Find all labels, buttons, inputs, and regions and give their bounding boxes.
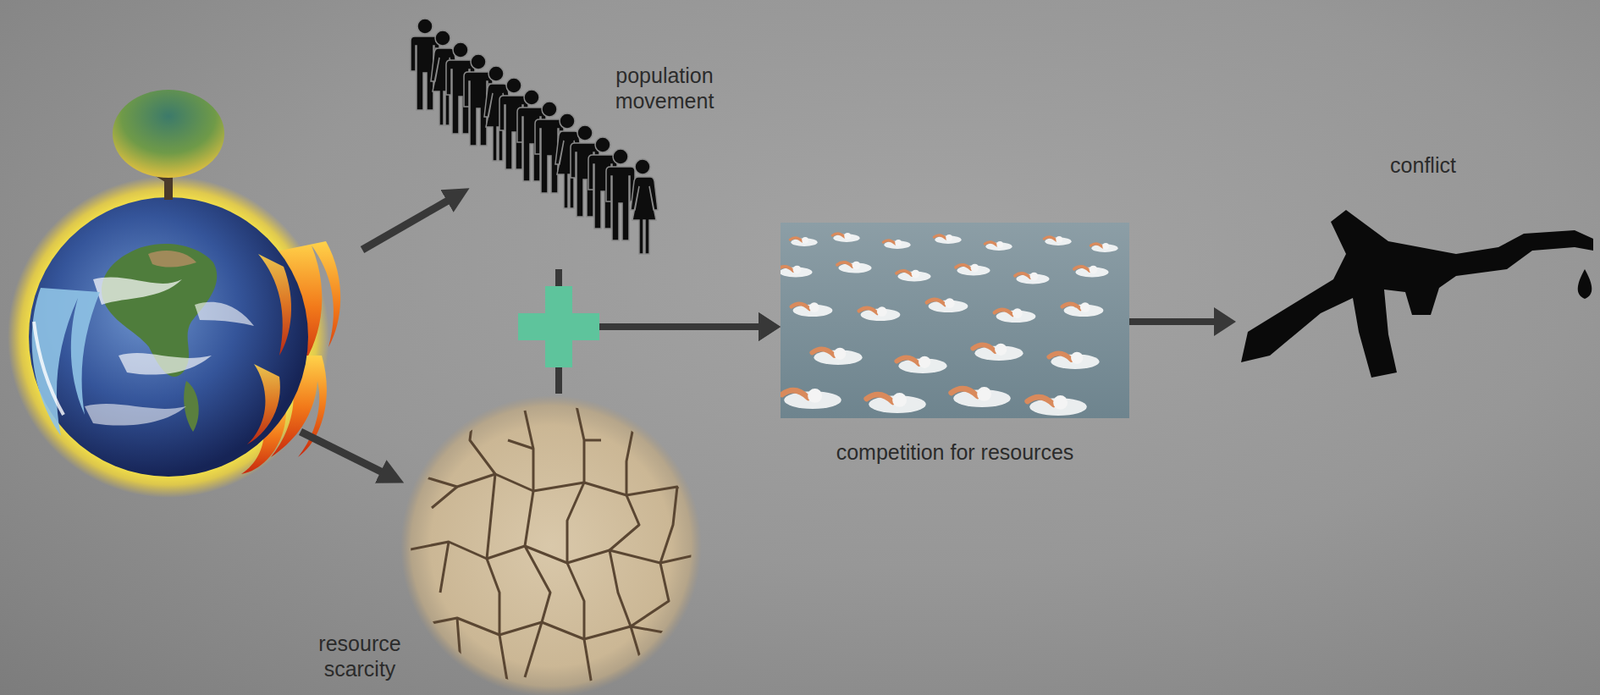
illustration-circle [7, 176, 330, 498]
people-figures [410, 18, 658, 254]
illustration-rect [780, 222, 1130, 419]
swimmers-photo [777, 222, 1130, 419]
illustration-path [148, 250, 197, 268]
cracked-earth [400, 395, 703, 695]
illustration-path [183, 380, 199, 432]
globe-arrows [300, 197, 454, 475]
illustration-use [933, 234, 961, 244]
connector-line [1129, 318, 1220, 326]
illustration-path [258, 253, 292, 356]
illustration-path [84, 403, 187, 425]
illustration-path [469, 406, 508, 686]
illustration-circle [28, 197, 309, 477]
illustration-use [832, 232, 860, 243]
illustration-use [1043, 236, 1071, 246]
illustration-path [406, 541, 699, 563]
illustration-use [782, 388, 842, 409]
illustration-path [194, 302, 254, 326]
illustration-use [896, 356, 947, 374]
illustration-g [406, 402, 703, 690]
node-label: resource scarcity [300, 630, 420, 682]
illustration-use [994, 308, 1037, 323]
illustrated-node: competition for resources [780, 222, 1130, 477]
illustration-use [791, 302, 834, 317]
illustration-path [457, 440, 644, 678]
illustration-use [926, 297, 969, 313]
node-label: conflict [1338, 152, 1508, 178]
illustration-ellipse [112, 89, 225, 178]
illustration-use [1062, 302, 1104, 317]
illustration-use [896, 270, 932, 282]
illustration-use [606, 148, 635, 241]
illustration-use [837, 261, 872, 274]
illustration-path [630, 486, 678, 627]
illustration-path [567, 402, 593, 690]
illustration-use [984, 241, 1012, 251]
illustration-use [789, 237, 817, 247]
illustration-path [609, 419, 640, 627]
illustration-g [780, 232, 1119, 416]
illustration-use [1027, 395, 1087, 416]
illustration-line [300, 431, 388, 475]
arrowhead [758, 312, 781, 342]
illustration-use [630, 159, 658, 254]
node-label: population movement [592, 62, 737, 114]
illustration-path [32, 287, 100, 436]
illustration-use [1090, 242, 1118, 253]
illustration-use [1015, 272, 1050, 285]
illustration-use [1048, 352, 1099, 370]
illustration-path [1241, 209, 1594, 378]
illustration-use [811, 347, 862, 365]
illustration-path [247, 364, 281, 445]
arrowhead [758, 312, 781, 342]
illustration-use [951, 386, 1011, 408]
illustration-path [414, 474, 703, 496]
illustration-use [972, 343, 1023, 361]
burning-globe [7, 89, 341, 498]
illustration-circle [400, 395, 702, 695]
illustration-path [33, 321, 64, 415]
illustration-use [1074, 265, 1109, 278]
illustration-use [780, 265, 813, 278]
illustration-use [955, 264, 991, 276]
illustration-use [866, 392, 927, 414]
illustration-path [431, 486, 551, 623]
arrow-connector [1129, 307, 1236, 337]
illustrated-node: resource scarcity [300, 393, 703, 693]
illustrated-node: conflict [1235, 143, 1592, 381]
illustration-use [859, 306, 901, 321]
illustration-line [362, 197, 454, 250]
node-label: competition for resources [780, 439, 1130, 465]
illustration-path [118, 353, 212, 375]
illustrated-node: population movement [408, 15, 747, 270]
rifle-nozzle-icon [1241, 209, 1594, 378]
illustration-path [93, 277, 183, 305]
arrowhead [1213, 307, 1236, 337]
plus-bar [545, 286, 573, 368]
illustration-path [1577, 269, 1593, 299]
illustration-use [882, 239, 911, 249]
illustration-path [524, 410, 534, 547]
